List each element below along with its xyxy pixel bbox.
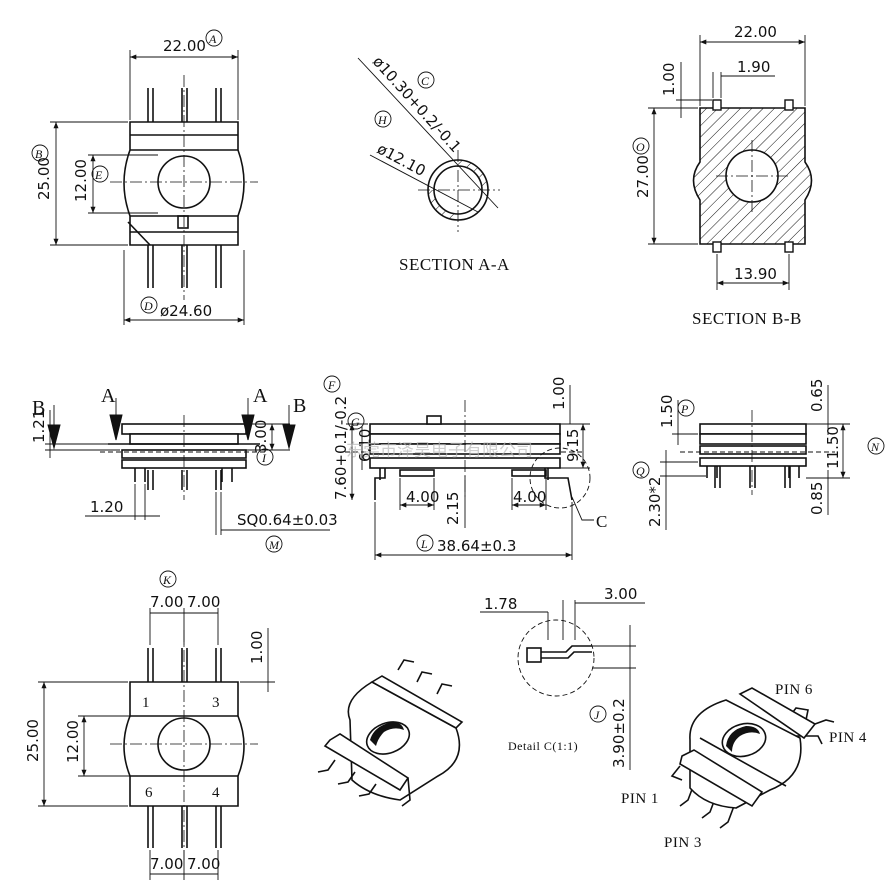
bottom-pitch-1: 7.00	[150, 593, 183, 611]
front-view: C 7.60+0.1/-0.2 6.10 1.00 9.15 4.00 2.15…	[323, 375, 608, 560]
section-a-a: ø10.30+0.2/-0.1 ø12.10 C H SECTION A-A	[357, 53, 510, 274]
pin-number-6: 6	[145, 785, 153, 801]
section-b-b: 22.00 1.90 1.00 27.00 13.90 O SECTION B-…	[632, 23, 813, 328]
detail-caption: Detail C(1:1)	[508, 739, 578, 753]
watermark: 东莞市泽昊电子有限公司	[346, 441, 533, 461]
detail-h-dim: 3.90±0.2	[610, 698, 628, 768]
detail-a-dim: 1.78	[484, 595, 517, 613]
pin-number-4: 4	[212, 785, 220, 801]
detail-b-dim: 3.00	[604, 585, 637, 603]
bottom-pitch-4: 7.00	[187, 855, 220, 873]
balloon-l: L	[420, 537, 428, 551]
b-height-dim: 27.00	[634, 155, 652, 198]
balloon-p: P	[680, 402, 689, 416]
right-height-dim: 11.50	[824, 426, 842, 469]
side-pin-dim: SQ0.64±0.03	[237, 511, 338, 529]
front-right-dim: 9.15	[564, 429, 582, 462]
front-mid2-dim: 2.15	[444, 492, 462, 525]
right-view: 1.50 P 2.30*2 Q 0.65 11.50 N 0.85	[632, 379, 885, 530]
top-width-dim: 22.00	[163, 37, 206, 55]
front-top-dim: 1.00	[550, 377, 568, 410]
front-length-dim: 38.64±0.3	[437, 537, 516, 555]
front-mid-dim: 6.10	[356, 429, 374, 462]
bottom-inner-dim: 12.00	[64, 720, 82, 763]
balloon-o: O	[636, 140, 645, 154]
right-bot-dim: 0.85	[808, 482, 826, 515]
cut-label-a-left: A	[101, 385, 116, 407]
balloon-q: Q	[636, 464, 645, 478]
pin-label-6: PIN 6	[775, 682, 813, 698]
right-q-dim: 2.30*2	[646, 477, 664, 527]
side-pitch-dim: 1.20	[90, 498, 123, 516]
b-bottom-dim: 13.90	[734, 265, 777, 283]
side-h2-dim: 3.00	[252, 420, 270, 453]
bottom-pitch-2: 7.00	[187, 593, 220, 611]
pin-label-4: PIN 4	[829, 730, 867, 746]
balloon-n: N	[870, 440, 880, 454]
bottom-pitch-3: 7.00	[150, 855, 183, 873]
isometric-view-2	[670, 687, 835, 829]
section-a-caption: SECTION A-A	[399, 255, 510, 274]
section-b-caption: SECTION B-B	[692, 309, 802, 328]
balloon-c: C	[421, 74, 430, 88]
side-h1-dim: 1.21	[30, 410, 48, 443]
b-width-dim: 22.00	[734, 23, 777, 41]
balloon-b: B	[35, 147, 43, 161]
bottom-view: 1 3 6 4 7.00 7.00 K 1.00 25.00 12.00 7.0…	[24, 570, 275, 880]
right-p-dim: 1.50	[658, 395, 676, 428]
side-view: B A A B 1.21 3.00 I 1.20 SQ0.64±0.03 M	[30, 385, 338, 553]
bottom-height-dim: 25.00	[24, 719, 42, 762]
front-w2-dim: 4.00	[513, 488, 546, 506]
top-view: 22.00 25.00 12.00 ø24.60 A B E D	[31, 29, 258, 325]
cut-label-b-right: B	[293, 395, 306, 417]
cut-label-a-right: A	[253, 385, 268, 407]
balloon-k: K	[162, 573, 172, 587]
balloon-d: D	[143, 299, 153, 313]
detail-ref-label: C	[596, 512, 608, 531]
right-top-dim: 0.65	[808, 379, 826, 412]
b-t1-dim: 1.00	[660, 63, 678, 96]
b-t2-dim: 1.90	[737, 58, 770, 76]
section-a-diameter-2: ø12.10	[374, 140, 428, 180]
balloon-h: H	[377, 113, 388, 127]
cut-label-b-left: B	[32, 397, 45, 419]
pin-label-1: PIN 1	[621, 791, 659, 807]
balloon-m: M	[268, 538, 280, 552]
balloon-j: J	[594, 708, 600, 722]
balloon-g: G	[351, 415, 360, 429]
top-inner-height-dim: 12.00	[72, 159, 90, 202]
bottom-top-dim: 1.00	[248, 631, 266, 664]
balloon-f: F	[327, 378, 336, 392]
balloon-e: E	[94, 168, 103, 182]
isometric-view-1	[317, 659, 464, 807]
front-height-dim: 7.60+0.1/-0.2	[332, 396, 350, 500]
front-w1-dim: 4.00	[406, 488, 439, 506]
balloon-a: A	[208, 32, 217, 46]
balloon-i: I	[261, 451, 267, 465]
detail-c: 1.78 3.00 3.90±0.2 J Detail C(1:1)	[480, 585, 645, 770]
pin-number-1: 1	[142, 695, 150, 711]
top-height-dim: 25.00	[35, 157, 53, 200]
pin-label-3: PIN 3	[664, 835, 702, 851]
pin-number-3: 3	[212, 695, 220, 711]
top-diameter-dim: ø24.60	[160, 302, 212, 320]
